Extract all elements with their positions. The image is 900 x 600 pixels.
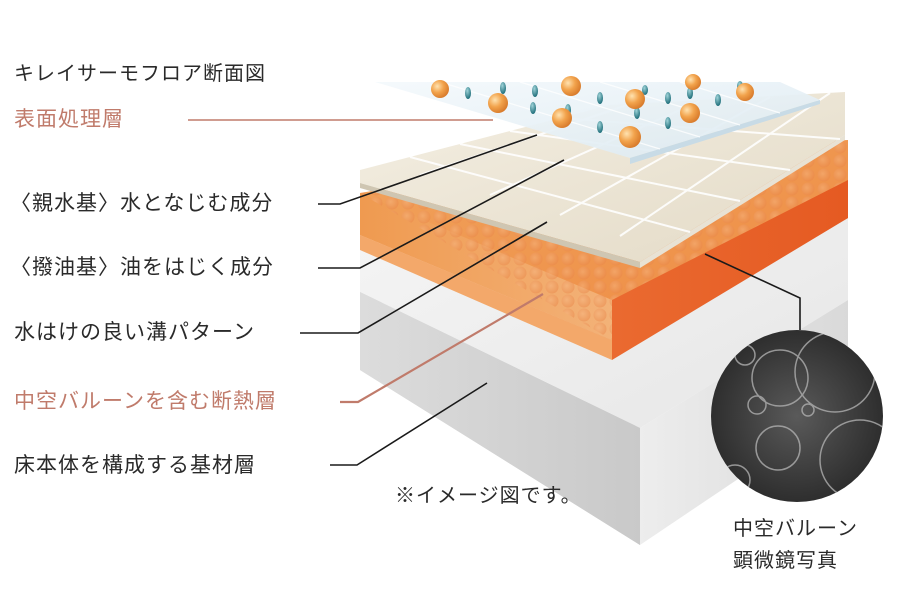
image-note: ※イメージ図です。: [395, 483, 582, 507]
micrograph-caption-line2: 顕微鏡写真: [733, 548, 838, 572]
surface-treatment-layer: [375, 74, 820, 164]
label-hydrophilic-component: 〈親水基〉水となじむ成分: [10, 191, 274, 215]
micrograph-caption-line1: 中空バルーン: [733, 516, 858, 540]
label-surface-treatment-layer: 表面処理層: [14, 107, 124, 131]
label-oleophobic-component: 〈撥油基〉油をはじく成分: [10, 255, 274, 279]
label-groove-pattern: 水はけの良い溝パターン: [14, 320, 255, 344]
micrograph-caption: 中空バルーン 顕微鏡写真: [733, 512, 858, 576]
label-insulation-layer: 中空バルーンを含む断熱層: [14, 389, 277, 413]
groove-pattern-layer: [360, 92, 845, 268]
balloon-micrograph: [711, 330, 883, 502]
label-base-layer: 床本体を構成する基材層: [14, 453, 256, 477]
oleophobic-balls: [431, 74, 754, 148]
leader-lines: [188, 119, 801, 466]
diagram-title: キレイサーモフロア断面図: [14, 61, 266, 85]
